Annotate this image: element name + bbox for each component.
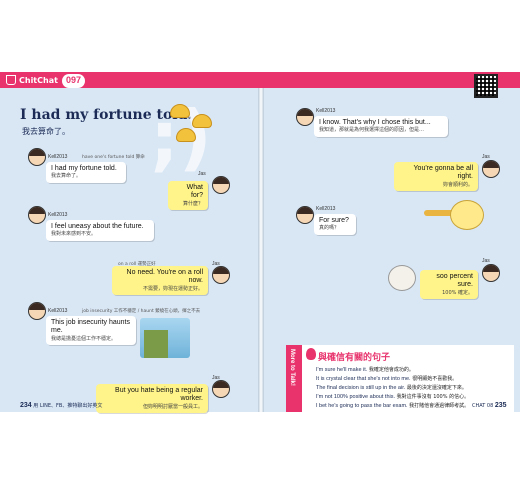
phrase-english: It is crystal clear that she's not into … [316,376,411,382]
chat-bubble: But you hate being a regular worker. 但妳明… [96,384,208,414]
bubble-english: I know. That's why I chose this but... [319,119,431,126]
phrase-chinese: 很明顯她不喜歡我。 [412,376,458,382]
speaker-name: Kell2013 [48,154,68,160]
chat-bubble: This job insecurity haunts me. 我總是擔憂這個工作… [46,316,136,346]
lesson-title: I had my fortune told. [20,107,193,123]
phrase-chinese: 我打賭他會通過律師考試。 [409,403,470,409]
avatar-jas [482,160,500,178]
avatar-jas [482,264,500,282]
bubble-english: You're gonna be all right. [413,165,473,181]
fortune-cookie-icon [176,128,196,142]
avatar-kell [28,206,46,224]
vocab-note: on a roll 運勢正好 [118,262,156,267]
chat-bubble: I know. That's why I chose this but... 我… [314,116,448,137]
chat-bubble: I had my fortune told. 我去算命了。 [46,162,126,183]
chat-bubble: I feel uneasy about the future. 我對未來感到不安… [46,220,154,241]
bubble-chinese: 妳會順利的。 [442,181,473,188]
bubble-english: What for? [186,184,203,200]
book-gutter [258,72,264,412]
phrase-english: I bet he's going to pass the bar exam. [316,403,408,409]
cup-icon [6,75,16,85]
speaker-name: Jas [482,258,490,264]
bubble-english: But you hate being a regular worker. [115,387,203,403]
fortune-cookie-icon [192,114,212,128]
fortune-cookie-icon [170,104,190,118]
left-page [0,72,260,412]
speaker-name: Kell2013 [48,308,68,314]
speaker-name: Jas [198,171,206,177]
more-to-talk-label: More to Talk! [289,349,295,386]
book-title: 用 LINE、FB、推特聊出好英文 [33,403,103,409]
avatar-kell [28,148,46,166]
qr-code-icon [474,74,498,98]
bubble-chinese: 我對未來感到不安。 [51,231,97,238]
section-name: ChitChat [19,75,58,85]
trumpet-illustration [424,210,454,216]
phrase-english: I'm sure he'll make it. [316,367,368,373]
avatar-jas [212,266,230,284]
speaker-name: Kell2013 [316,206,336,212]
chat-bubble: What for? 算什麼？ [168,181,208,211]
chat-bubble: No need. You're on a roll now. 不需要，妳現在運勢… [112,266,208,296]
bubble-chinese: 真的嗎？ [319,225,340,232]
phrase-list: I'm sure he'll make it. 我確定他會成功的。 It is … [316,366,469,411]
speaker-name: Kell2013 [48,212,68,218]
vocab-note: job insecurity 工作不穩定 / haunt 縈繞在心頭，揮之不去 [82,309,201,314]
phrase-chinese: 我對這件事沒有 100% 的信心。 [396,394,470,400]
more-to-talk-tab: More to Talk! [286,345,302,412]
more-to-talk-heading: 與確信有關的句子 [318,353,391,363]
bubble-chinese: 100% 確定。 [442,289,473,296]
bubble-chinese: 我知道，那就是為何我選擇這個的原因，但是… [319,127,425,134]
header-bar [0,72,520,88]
avatar-kell [296,206,314,224]
list-item: It is crystal clear that she's not into … [316,375,469,384]
chat-bubble: You're gonna be all right. 妳會順利的。 [394,162,478,192]
angel-illustration [450,200,484,230]
list-item: I'm sure he'll make it. 我確定他會成功的。 [316,366,469,375]
bubble-english: For sure? [319,217,349,224]
bubble-chinese: 我總是擔憂這個工作不穩定。 [51,335,117,342]
bubble-english: I had my fortune told. [51,165,117,172]
avatar-kell [28,302,46,320]
speaker-name: Jas [212,261,220,267]
vocab-note: have one's fortune told 算命 [82,155,145,160]
cliff-illustration [140,318,190,358]
lesson-subtitle: 我去算命了。 [22,127,70,136]
bubble-english: soo percent sure. [436,273,473,289]
bubble-chinese: 不需要，妳現在運勢正好。 [142,285,203,292]
list-item: I'm not 100% positive about this. 我對這件事沒… [316,393,469,402]
list-item: The final decision is still up in the ai… [316,384,469,393]
speaker-name: Kell2013 [316,108,336,114]
phrase-chinese: 最後的決定還沒確定下來。 [406,385,467,391]
cat-illustration [388,265,416,291]
chat-bubble: For sure? 真的嗎？ [314,214,356,235]
phrase-english: I'm not 100% positive about this. [316,394,396,400]
bubble-chinese: 但妳明明討厭當一般員工。 [142,403,203,410]
chapter-label: CHAT 08 [472,403,494,409]
footer-right: CHAT 08 235 [472,402,507,409]
bubble-english: This job insecurity haunts me. [51,319,130,335]
speaker-name: Jas [212,375,220,381]
bubble-chinese: 我去算命了。 [51,173,82,180]
page-number-right: 235 [494,402,507,409]
bubble-english: No need. You're on a roll now. [126,269,203,285]
more-to-talk-box [286,345,514,412]
phrase-english: The final decision is still up in the ai… [316,385,406,391]
lesson-number: 097 [62,74,86,88]
speech-balloon-icon [306,348,316,360]
footer-left: 234 用 LINE、FB、推特聊出好英文 [20,402,102,409]
section-label: ChitChat [6,73,58,87]
bubble-chinese: 算什麼？ [182,200,203,207]
page-number-left: 234 [20,402,32,409]
avatar-jas [212,380,230,398]
bubble-english: I feel uneasy about the future. [51,223,144,230]
phrase-chinese: 我確定他會成功的。 [368,367,414,373]
list-item: I bet he's going to pass the bar exam. 我… [316,402,469,411]
chat-bubble: soo percent sure. 100% 確定。 [420,270,478,300]
speaker-name: Jas [482,154,490,160]
avatar-kell [296,108,314,126]
avatar-jas [212,176,230,194]
